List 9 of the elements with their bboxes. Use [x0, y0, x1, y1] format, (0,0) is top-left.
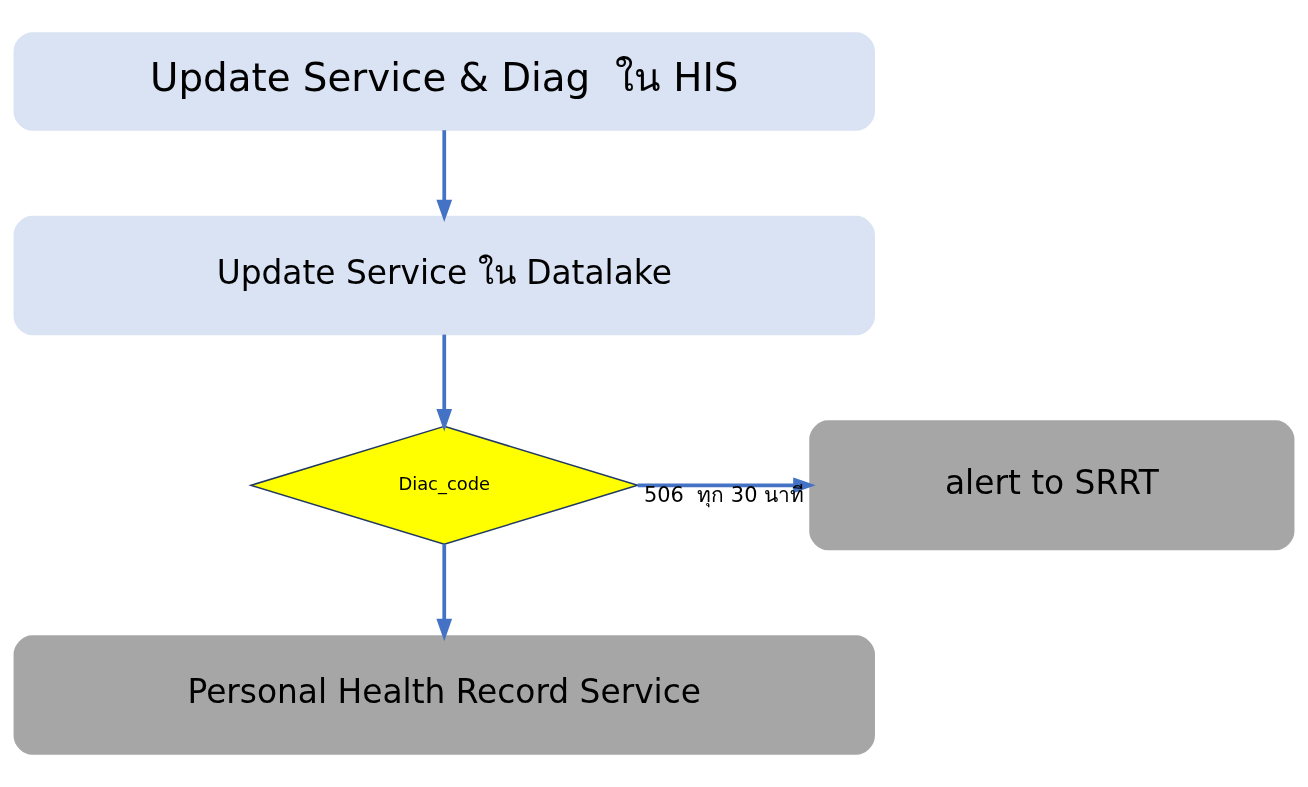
node-box: alert to SRRT [809, 420, 1295, 551]
node-box: Personal Health Record Service [13, 635, 875, 755]
edge-label: 506 ทุก 30 นาที [644, 483, 805, 508]
arrow [436, 544, 453, 642]
node-box: Update Service & Diag ใน HIS [13, 32, 875, 131]
arrow [436, 334, 453, 432]
node-box: Update Service ใน Datalake [13, 215, 875, 336]
node-diamond: Diac_code [248, 425, 641, 546]
arrow [436, 130, 453, 223]
